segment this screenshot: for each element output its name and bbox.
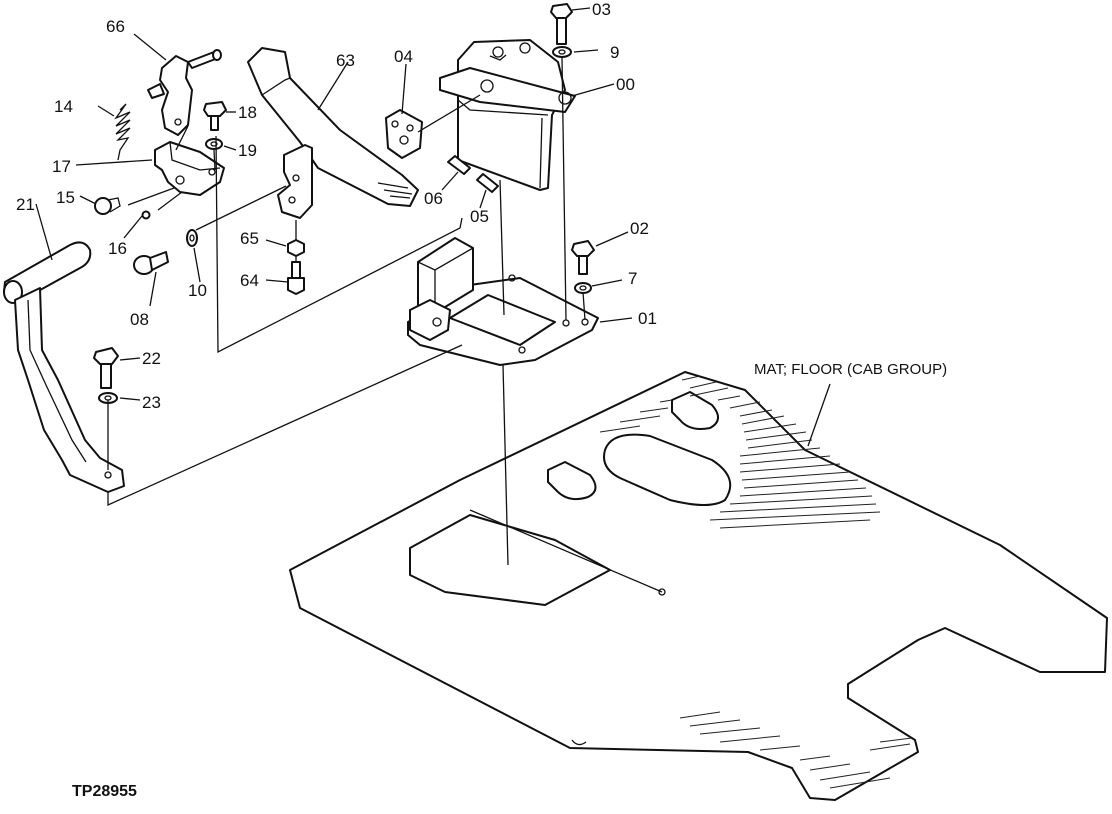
callout-18: 18 xyxy=(238,103,257,122)
clip-16 xyxy=(141,210,151,220)
spring-14 xyxy=(114,103,131,161)
callout-00: 00 xyxy=(616,75,635,94)
bracket-04 xyxy=(385,109,423,159)
pedal xyxy=(247,47,419,219)
callout-19: 19 xyxy=(238,141,257,160)
pin-05 xyxy=(476,173,499,193)
callout-05: 05 xyxy=(470,207,489,226)
bolt-18 xyxy=(203,101,227,131)
callout-04: 04 xyxy=(394,47,413,66)
callout-23: 23 xyxy=(142,393,161,412)
linkage-66 xyxy=(147,49,222,136)
callout-02: 02 xyxy=(630,219,649,238)
washer-9 xyxy=(552,46,572,58)
callout-65: 65 xyxy=(240,229,259,248)
bolt-08 xyxy=(133,251,169,275)
callout-7: 7 xyxy=(628,269,637,288)
assembly-label: MAT; FLOOR (CAB GROUP) xyxy=(754,361,947,378)
bolt-64 xyxy=(287,261,305,295)
bolt-22 xyxy=(93,347,119,389)
callout-17: 17 xyxy=(52,157,71,176)
leader-lines xyxy=(35,7,831,447)
control-box xyxy=(439,39,576,191)
callout-01: 01 xyxy=(638,309,657,328)
callout-9: 9 xyxy=(610,43,619,62)
floor-mat xyxy=(289,371,1108,801)
bracket-17 xyxy=(154,141,225,196)
washer-10 xyxy=(186,229,198,247)
callout-16: 16 xyxy=(108,239,127,258)
bolt-02 xyxy=(571,240,595,275)
bolt-03 xyxy=(550,3,573,45)
lever-21 xyxy=(3,241,125,493)
washer-7 xyxy=(574,282,592,294)
pin-15 xyxy=(94,197,121,215)
callout-03: 03 xyxy=(592,0,611,19)
callout-06: 06 xyxy=(424,189,443,208)
pin-06 xyxy=(447,155,471,175)
callout-64: 64 xyxy=(240,271,259,290)
callout-66: 66 xyxy=(106,17,125,36)
callout-22: 22 xyxy=(142,349,161,368)
callout-63: 63 xyxy=(336,51,355,70)
figure-id: TP28955 xyxy=(72,783,137,800)
mounting-plate xyxy=(407,237,599,366)
callout-14: 14 xyxy=(54,97,73,116)
assembly-lines xyxy=(107,57,666,596)
callout-10: 10 xyxy=(188,281,207,300)
washer-19 xyxy=(205,138,223,150)
callout-15: 15 xyxy=(56,188,75,207)
callout-08: 08 xyxy=(130,310,149,329)
nut-65 xyxy=(287,239,305,257)
callout-labels: 66 14 17 15 21 16 08 10 18 19 63 04 65 6… xyxy=(16,0,947,800)
callout-21: 21 xyxy=(16,195,35,214)
